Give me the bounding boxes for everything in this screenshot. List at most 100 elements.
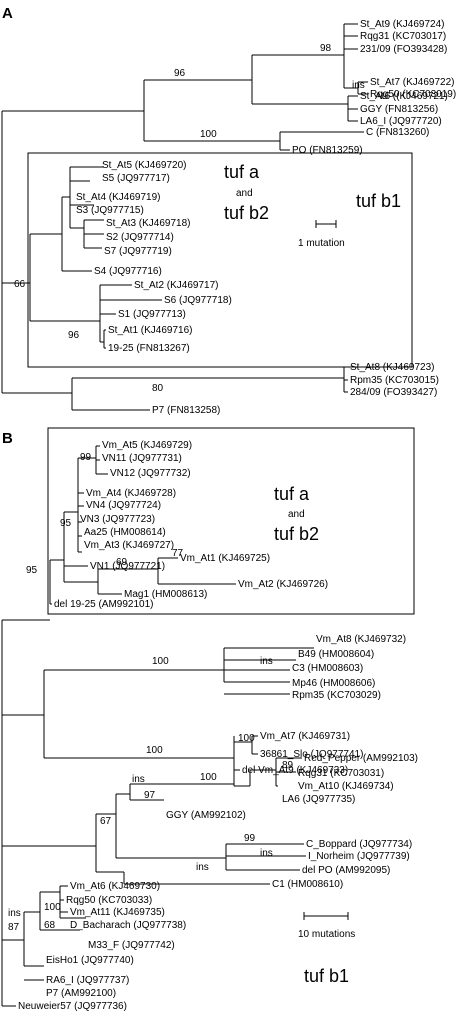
leaf-label: Vm_At10 (KJ469734) [298,781,394,792]
leaf-label: Aa25 (HM008614) [84,527,166,538]
panel-b-letter: B [2,430,13,447]
leaf-label: 36861_Slo (JQ977741) [260,749,363,760]
leaf-label: St_At5 (KJ469720) [102,160,187,171]
panel-a-leaf-labels: St_At9 (KJ469724) Rqg31 (KC703017) 231/0… [76,19,456,416]
leaf-label: Vm_At5 (KJ469729) [102,440,192,451]
panel-b-scale-label: 10 mutations [298,929,355,940]
leaf-label: PO (FN813259) [292,145,363,156]
leaf-label: Vm_At3 (KJ469727) [84,540,174,551]
panel-a-scale-label: 1 mutation [298,238,345,249]
bootstrap-value: 97 [144,790,156,801]
panel-a-box-label-tuf-b2: tuf b2 [224,203,269,223]
insertion-marker: ins [352,80,365,91]
leaf-label: B49 (HM008604) [298,649,374,660]
leaf-label: C3 (HM008603) [292,663,363,674]
leaf-label: 19-25 (FN813267) [108,343,190,354]
leaf-label: 231/09 (FO393428) [360,44,447,55]
leaf-label: del PO (AM992095) [302,865,390,876]
leaf-label: S5 (JQ977717) [102,173,170,184]
insertion-marker: ins [260,656,273,667]
leaf-label: Rpm35 (KC703029) [292,690,381,701]
leaf-label: EisHo1 (JQ977740) [46,955,134,966]
leaf-label: Vm_At8 (KJ469732) [316,634,406,645]
panel-b-box-label-tuf-b2: tuf b2 [274,524,319,544]
leaf-label: Vm_At1 (KJ469725) [180,553,270,564]
leaf-label: 284/09 (FO393427) [350,387,437,398]
bootstrap-value: 67 [100,816,112,827]
leaf-label: VN12 (JQ977732) [110,468,191,479]
leaf-label: S6 (JQ977718) [164,295,232,306]
leaf-label: M33_F (JQ977742) [88,940,175,951]
insertion-marker: ins [196,862,209,873]
leaf-label: del 19-25 (AM992101) [54,599,154,610]
leaf-label: S7 (JQ977719) [104,246,172,257]
bootstrap-value: 80 [152,383,164,394]
panel-b-subtree-box [47,427,415,615]
panel-a: A [1,5,456,416]
leaf-label: Rqg50 (KC703019) [370,89,456,100]
leaf-label: C (FN813260) [366,127,429,138]
leaf-label: GGY (AM992102) [166,810,246,821]
insertion-marker: ins [132,774,145,785]
leaf-label: I_Norheim (JQ977739) [308,851,410,862]
leaf-label: St_At3 (KJ469718) [106,218,191,229]
panel-b-leaf-labels: Vm_At5 (KJ469729) VN11 (JQ977731) VN12 (… [18,440,418,1012]
bootstrap-value: 99 [244,833,256,844]
bootstrap-value: 100 [238,733,255,744]
leaf-label: St_At7 (KJ469722) [370,77,455,88]
bootstrap-value: 100 [44,902,61,913]
panel-a-tree-branches [1,23,368,411]
leaf-label: St_At6 ((KJ469721) [360,91,448,102]
leaf-label: St_At8 (KJ469723) [350,362,435,373]
panel-b-tree-branches [1,445,349,1007]
leaf-label: D_Bacharach (JQ977738) [70,920,186,931]
leaf-label: Vm_At7 (KJ469731) [260,731,350,742]
panel-b-outside-label: tuf b1 [304,966,349,986]
bootstrap-value: 95 [26,565,38,576]
leaf-label: St_At4 (KJ469719) [76,192,161,203]
bootstrap-value: 77 [172,548,184,559]
panel-a-branch-annotations: 98 ins 96 100 66 96 80 [14,43,365,394]
bootstrap-value: 87 [8,922,20,933]
leaf-label: St_At2 (KJ469717) [134,280,219,291]
leaf-label: S3 (JQ977715) [76,205,144,216]
bootstrap-value: 68 [44,920,56,931]
leaf-label: Rqg31 (KC703017) [360,31,446,42]
bootstrap-value: 100 [146,745,163,756]
leaf-label: Mag1 (HM008613) [124,589,207,600]
leaf-label: Vm_At11 (KJ469735) [70,907,165,918]
panel-b-box-label-tuf-a: tuf a [274,484,310,504]
bootstrap-value: 66 [14,279,26,290]
bootstrap-value: 100 [200,129,217,140]
bootstrap-value: 95 [60,518,72,529]
bootstrap-value: 96 [174,68,186,79]
panel-a-box-label-and: and [236,188,253,199]
leaf-label: VN11 (JQ977731) [102,453,182,464]
leaf-label: GGY (FN813256) [360,104,438,115]
panel-a-outside-label: tuf b1 [356,191,401,211]
leaf-label: St_At1 (KJ469716) [108,325,193,336]
leaf-label: P7 (FN813258) [152,405,220,416]
leaf-label: C_Boppard (JQ977734) [306,839,412,850]
leaf-label: Neuweier57 (JQ977736) [18,1001,127,1012]
leaf-label: Rpm35 (KC703015) [350,375,439,386]
leaf-label: S4 (JQ977716) [94,266,162,277]
leaf-label: C1 (HM008610) [272,879,343,890]
leaf-label: LA6 (JQ977735) [282,794,355,805]
leaf-label: Red_Pepper (AM992103) [304,753,418,764]
leaf-label: VN4 (JQ977724) [86,500,161,511]
leaf-label: Rqg50 (KC703033) [66,895,152,906]
bootstrap-value: 96 [68,330,80,341]
insertion-marker: ins [260,848,273,859]
leaf-label: VN3 (JQ977723) [80,514,155,525]
insertion-marker: ins [8,908,21,919]
leaf-label: LA6_I (JQ977720) [360,116,442,127]
leaf-label: Rqg31 (KC703031) [298,768,384,779]
leaf-label: S2 (JQ977714) [106,232,174,243]
leaf-label: RA6_I (JQ977737) [46,975,129,986]
leaf-label: Vm_At2 (KJ469726) [238,579,328,590]
panel-a-box-label-tuf-a: tuf a [224,162,260,182]
panel-a-subtree-box [27,152,413,368]
leaf-label: Vm_At4 (KJ469728) [86,488,176,499]
